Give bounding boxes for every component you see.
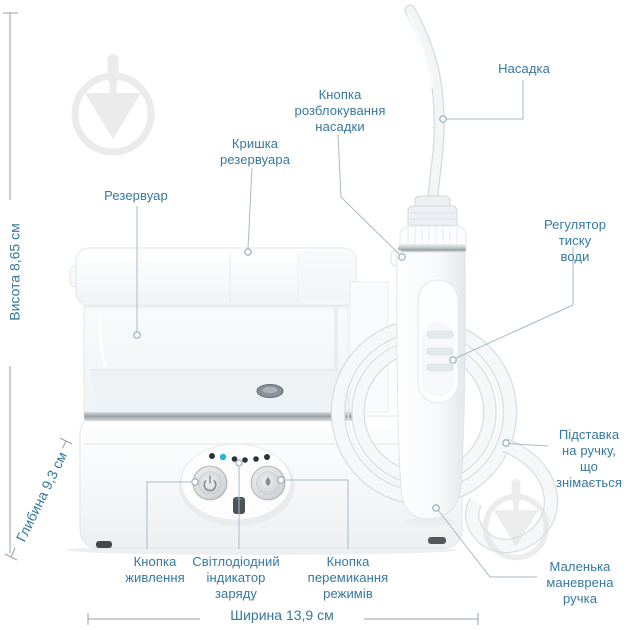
label-nozzle: Насадка: [498, 61, 550, 76]
reservoir: [83, 297, 349, 413]
label-release-button: Кнопка розблокування насадки: [294, 87, 386, 134]
mode-icon: [265, 477, 271, 486]
label-power-button: Кнопка живлення: [125, 554, 185, 585]
led-active: [219, 453, 227, 461]
dimension-depth: Глибина 9,3 см: [10, 445, 74, 549]
label-reservoir: Резервуар: [104, 188, 168, 203]
width-dimension-line: [87, 613, 479, 625]
control-panel: [179, 443, 295, 526]
label-lid: Кришка резервуара: [219, 136, 291, 167]
led-indicators: [209, 453, 270, 463]
pressure-regulator-slider: [426, 330, 454, 372]
power-button: [192, 465, 228, 501]
label-led-indicator: Світлодіодний індикатор заряду: [192, 554, 280, 601]
dimension-height: Висота 8,65 см: [6, 219, 24, 325]
dimension-width: Ширина 13,9 см: [226, 607, 338, 625]
leader-nozzle: [446, 80, 524, 120]
handle: [390, 4, 467, 527]
label-mode-button: Кнопка перемикання режимів: [307, 554, 389, 601]
reservoir-lid: [69, 247, 357, 307]
label-small-handle: Маленька маневрена ручка: [546, 559, 614, 606]
mode-button: [250, 465, 286, 501]
leader-stand: [508, 443, 549, 447]
label-regulator: Регулятор тиску води: [543, 217, 607, 264]
led-leader-dot: [235, 459, 243, 467]
leader-regulator: [455, 247, 574, 359]
leader-mode: [285, 479, 349, 549]
leader-lid: [247, 167, 253, 250]
leader-small-handle: [437, 509, 537, 578]
power-icon: [203, 475, 217, 492]
leader-release: [337, 133, 400, 255]
height-dimension-line: [3, 12, 18, 553]
leader-power: [146, 481, 191, 549]
nozzle: [404, 4, 458, 230]
label-stand: Підставка на ручку, що знімається: [555, 427, 623, 490]
